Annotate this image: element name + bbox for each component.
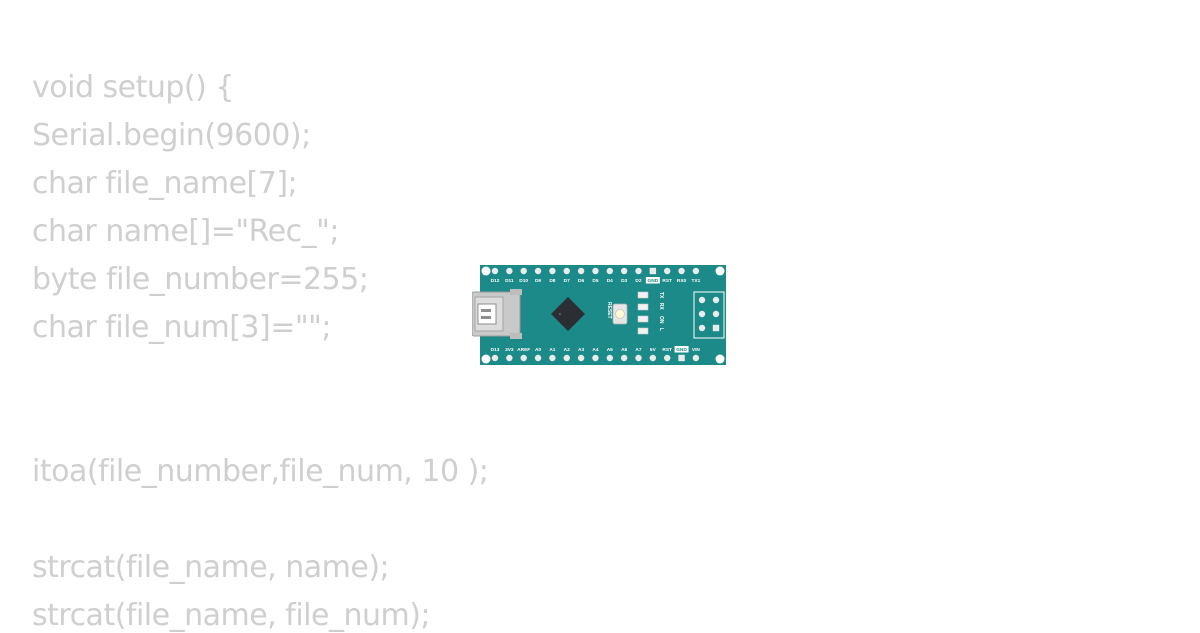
status-leds	[637, 291, 649, 335]
header-pin	[577, 267, 585, 275]
header-pin	[549, 267, 556, 275]
header-pin	[506, 354, 513, 362]
icsp-header	[693, 291, 725, 339]
arduino-nano-illustration: RESET TX RX ON L D12 D11 D10 D9 D8 D7 D6 D5 D4 D3…	[472, 265, 726, 365]
led-l	[637, 327, 649, 335]
header-pin	[649, 267, 657, 275]
header-pin	[606, 354, 613, 362]
pin-label: A7	[635, 347, 641, 353]
pin-label: VIN	[692, 347, 701, 353]
pin-label: D13	[491, 347, 500, 353]
pin-label: TX1	[691, 278, 700, 284]
pin-label: A5	[607, 347, 613, 353]
header-pin	[577, 354, 585, 362]
pin-label: A4	[592, 347, 598, 353]
code-line: char file_name[7];	[32, 166, 298, 201]
arduino-nano-board: RESET TX RX ON L D12 D11 D10 D9 D8 D7 D6 D5 D4 D3…	[472, 264, 728, 366]
header-pin	[678, 267, 685, 275]
pin-label: A3	[578, 347, 584, 353]
pin-label: GND	[648, 278, 659, 284]
header-pin	[692, 354, 700, 362]
code-line: char file_num[3]="";	[32, 310, 332, 345]
pin-label: A2	[564, 347, 570, 353]
header-pin	[664, 354, 671, 362]
led-rx	[637, 303, 649, 311]
gnd-pin-highlight	[645, 277, 660, 284]
pin-label: AREF	[517, 347, 530, 353]
mount-hole	[481, 266, 491, 276]
header-pin	[563, 354, 570, 362]
header-pin	[592, 354, 599, 362]
header-pin	[491, 267, 499, 275]
led-label-on-l: ON L	[658, 316, 664, 331]
pin-label: D6	[578, 278, 584, 284]
pin-label: D11	[505, 278, 514, 284]
reset-label: RESET	[606, 302, 612, 319]
led-tx	[637, 291, 649, 299]
header-pin	[620, 267, 628, 275]
pin-label: D5	[592, 278, 598, 284]
pin-label: A1	[549, 347, 555, 353]
pin-label: A0	[535, 347, 541, 353]
header-pin	[506, 267, 513, 275]
pin-label: D12	[491, 278, 500, 284]
pin-label: RX0	[677, 278, 687, 284]
code-line: strcat(file_name, file_num);	[32, 598, 431, 633]
header-pin	[520, 354, 527, 362]
header-pin	[649, 354, 657, 362]
code-line: char name[]="Rec_";	[32, 214, 340, 249]
reset-button-icon	[612, 303, 628, 325]
code-line: Serial.begin(9600);	[32, 118, 311, 153]
pin-label: GND	[676, 347, 687, 353]
code-line: byte file_number=255;	[32, 262, 369, 297]
pin-label: RST	[662, 347, 672, 353]
mount-hole	[481, 354, 491, 364]
mount-hole	[715, 266, 725, 276]
code-line: strcat(file_name, name);	[32, 550, 390, 585]
mount-hole	[715, 354, 725, 364]
pin-label: D3	[621, 278, 627, 284]
header-pin	[592, 267, 599, 275]
led-on	[637, 315, 649, 323]
header-pin	[606, 267, 613, 275]
header-pin	[520, 267, 527, 275]
pin-label: D2	[635, 278, 641, 284]
header-pin	[620, 354, 628, 362]
code-line: itoa(file_number,file_num, 10 );	[32, 454, 489, 489]
header-pin	[563, 267, 570, 275]
header-pin	[635, 354, 642, 362]
header-pin	[664, 267, 671, 275]
header-pin	[534, 267, 542, 275]
led-label-tx-rx: TX RX	[658, 292, 664, 310]
header-pin	[678, 354, 685, 362]
pin-label: A6	[621, 347, 627, 353]
pin-label: D8	[549, 278, 555, 284]
pin-label: 5V	[650, 347, 657, 353]
pin-label: D7	[564, 278, 570, 284]
code-line: void setup() {	[32, 70, 234, 105]
header-pin	[549, 354, 556, 362]
pin-label: D4	[607, 278, 613, 284]
pin-label: D9	[535, 278, 541, 284]
gnd-pin-highlight	[674, 346, 689, 353]
header-pin	[692, 267, 700, 275]
pin-label: RST	[662, 278, 672, 284]
usb-port-icon	[472, 289, 522, 339]
pin-label: 3V3	[505, 347, 514, 353]
header-pin	[635, 267, 642, 275]
header-pin	[491, 354, 499, 362]
header-pin	[534, 354, 542, 362]
pin-label: D10	[519, 278, 528, 284]
